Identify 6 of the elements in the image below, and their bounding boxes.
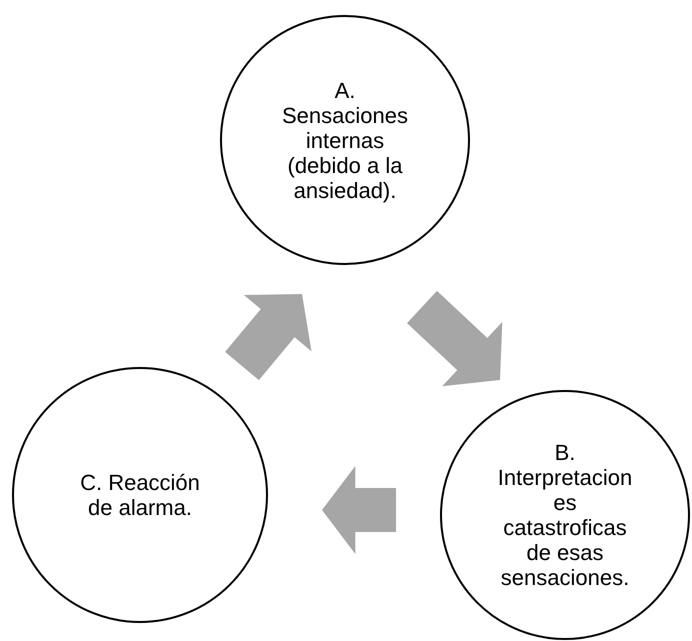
block-arrow [407, 290, 502, 386]
node-text: A. Sensaciones internas (debido a la ansiedad). [281, 78, 409, 202]
block-arrow [225, 294, 312, 380]
block-arrow [322, 466, 396, 554]
node-text: C. Reacción de alarma. [79, 470, 201, 520]
node-text: B. Interpretaciones catastroficas de esas sensaciones. [496, 440, 634, 590]
